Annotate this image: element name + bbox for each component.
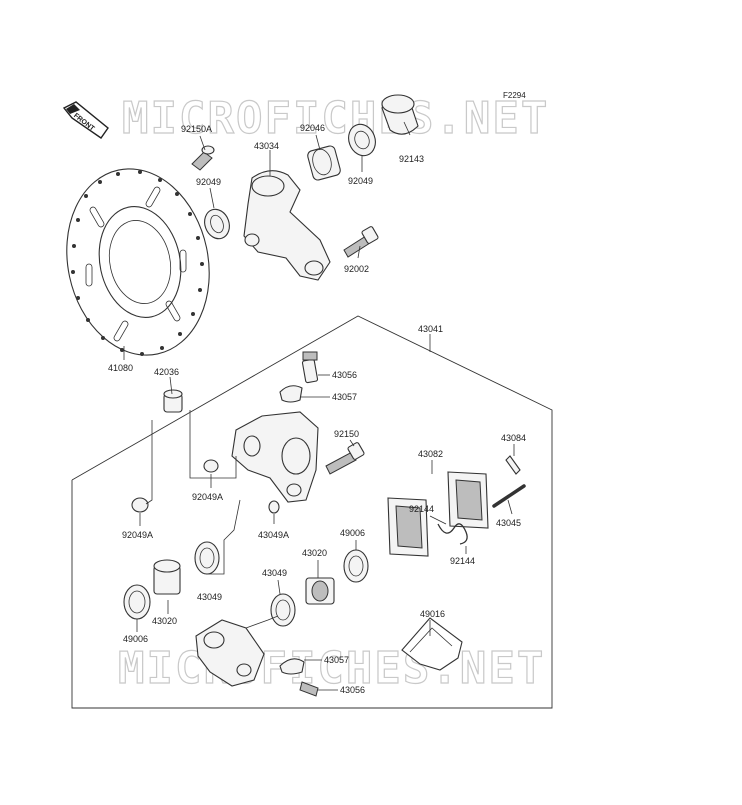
label-42036: 42036 bbox=[154, 367, 179, 377]
pad-spring-49016 bbox=[401, 617, 463, 671]
caliper-lower bbox=[195, 619, 265, 687]
label-41080: 41080 bbox=[108, 363, 133, 373]
caliper-body bbox=[231, 411, 319, 503]
bushing-42036 bbox=[163, 389, 183, 413]
label-92144-top: 92144 bbox=[409, 504, 434, 514]
front-arrow-icon: FRONT bbox=[62, 101, 109, 139]
cap-43057-top bbox=[279, 385, 303, 403]
seal-43049-mid bbox=[194, 541, 220, 575]
label-92143: 92143 bbox=[399, 154, 424, 164]
label-92049-right: 92049 bbox=[348, 176, 373, 186]
sleeve-92143 bbox=[381, 94, 419, 135]
label-49006-left: 49006 bbox=[123, 634, 148, 644]
label-43056-bottom: 43056 bbox=[340, 685, 365, 695]
seal-92049-right bbox=[348, 123, 376, 157]
brake-disc bbox=[66, 168, 210, 356]
seal-92049a-left bbox=[131, 497, 149, 513]
seal-43049-bottom bbox=[270, 593, 296, 627]
assembly-box bbox=[71, 315, 553, 709]
label-43049a: 43049A bbox=[258, 530, 289, 540]
label-43056-top: 43056 bbox=[332, 370, 357, 380]
label-43057-top: 43057 bbox=[332, 392, 357, 402]
label-92046: 92046 bbox=[300, 123, 325, 133]
bleed-valve-bottom bbox=[299, 681, 319, 697]
label-49006-right: 49006 bbox=[340, 528, 365, 538]
pad-spring-92144 bbox=[437, 523, 468, 545]
label-92049-left: 92049 bbox=[196, 177, 221, 187]
label-43049-mid: 43049 bbox=[197, 592, 222, 602]
diagram-code: F2294 bbox=[503, 91, 526, 100]
label-92150: 92150 bbox=[334, 429, 359, 439]
label-49016: 49016 bbox=[420, 609, 445, 619]
label-92049a-left: 92049A bbox=[122, 530, 153, 540]
clip-43084 bbox=[505, 455, 521, 475]
leader-lines bbox=[123, 121, 515, 691]
bolt-92150 bbox=[325, 442, 365, 475]
label-43084: 43084 bbox=[501, 433, 526, 443]
label-43020-left: 43020 bbox=[152, 616, 177, 626]
label-43034: 43034 bbox=[254, 141, 279, 151]
label-92049a-mid: 92049A bbox=[192, 492, 223, 502]
pin-43045 bbox=[492, 484, 526, 508]
bleed-valve-top bbox=[301, 351, 319, 384]
seal-92049a-mid bbox=[203, 459, 219, 473]
part-labels: 92150A 43034 92046 92143 92049 92049 920… bbox=[108, 123, 526, 695]
label-43041: 43041 bbox=[418, 324, 443, 334]
bolt-92002 bbox=[343, 226, 379, 258]
piston-43020-left bbox=[153, 559, 181, 595]
label-92002: 92002 bbox=[344, 264, 369, 274]
bolt-92150a bbox=[191, 145, 215, 171]
watermark-top: MICROFICHES.NET bbox=[122, 93, 549, 144]
label-92150a: 92150A bbox=[181, 124, 212, 134]
caliper-bracket bbox=[243, 170, 331, 281]
piston-43020-mid bbox=[305, 577, 335, 605]
label-43057-bottom: 43057 bbox=[324, 655, 349, 665]
collar-92046 bbox=[307, 145, 341, 181]
seal-92049-left bbox=[204, 208, 230, 240]
seal-49006-right bbox=[343, 549, 369, 583]
label-43020-mid: 43020 bbox=[302, 548, 327, 558]
watermark-bottom: MICROFICHES.NET bbox=[118, 643, 545, 694]
brake-pads bbox=[387, 471, 489, 557]
cap-43057-bottom bbox=[279, 658, 305, 675]
label-43082: 43082 bbox=[418, 449, 443, 459]
label-43045: 43045 bbox=[496, 518, 521, 528]
label-43049-bottom: 43049 bbox=[262, 568, 287, 578]
seal-49006-left bbox=[123, 584, 151, 620]
label-92144-bottom: 92144 bbox=[450, 556, 475, 566]
seal-43049a bbox=[268, 500, 280, 514]
